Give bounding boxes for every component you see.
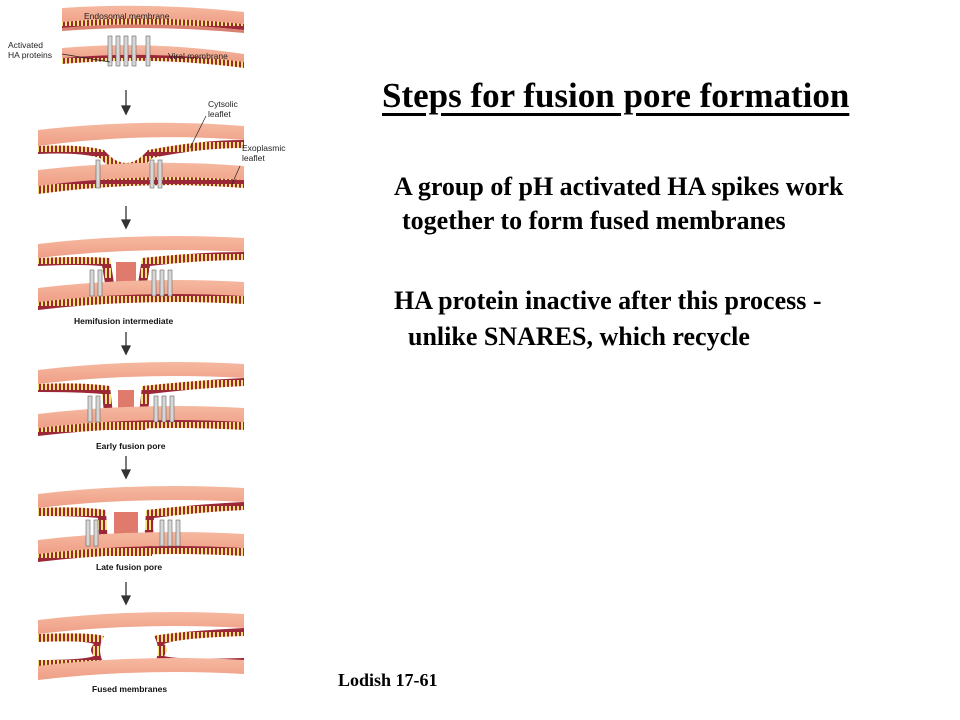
source-credit: Lodish 17-61 xyxy=(338,670,438,690)
arrow-5 xyxy=(120,582,132,606)
endosomal-membrane-label: Endosomal membrane xyxy=(84,11,170,21)
hemifusion-caption: Hemifusion intermediate xyxy=(74,316,173,326)
stage-fused xyxy=(38,612,244,680)
stage-late-pore xyxy=(38,486,244,562)
arrow-4 xyxy=(120,456,132,480)
late-pore-caption: Late fusion pore xyxy=(96,562,162,572)
paragraph-1-line-1: A group of pH activated HA spikes work xyxy=(394,172,844,201)
exoplasmic-leaflet-label-line1: Exoplasmic xyxy=(242,143,286,153)
arrow-2 xyxy=(120,206,132,230)
stage-early-pore xyxy=(38,362,244,436)
early-pore-caption: Early fusion pore xyxy=(96,441,166,451)
paragraph-2-line-2: unlike SNARES, which recycle xyxy=(408,322,750,351)
arrow-3 xyxy=(120,332,132,356)
exoplasmic-leaflet-label-line2: leaflet xyxy=(242,153,265,163)
stage-initial xyxy=(62,5,244,68)
label-leaders xyxy=(61,53,241,185)
cytosolic-leaflet-label-line1: Cytsolic xyxy=(208,99,239,109)
arrow-1 xyxy=(120,90,132,116)
fused-caption: Fused membranes xyxy=(92,684,167,694)
paragraph-2-line-1: HA protein inactive after this process - xyxy=(394,286,822,315)
stage-contact xyxy=(38,122,244,194)
activated-ha-label-line1: Activated xyxy=(8,40,43,50)
slide-title: Steps for fusion pore formation xyxy=(382,76,850,115)
membrane-fusion-figure: Endosomal membrane Activated HA proteins… xyxy=(8,5,286,694)
activated-ha-label-line2: HA proteins xyxy=(8,50,52,60)
cytosolic-leaflet-label-line2: leaflet xyxy=(208,109,231,119)
paragraph-1-line-2: together to form fused membranes xyxy=(402,206,786,235)
stage-hemifusion xyxy=(38,236,244,310)
viral-membrane-label: Viral membrane xyxy=(168,51,228,61)
